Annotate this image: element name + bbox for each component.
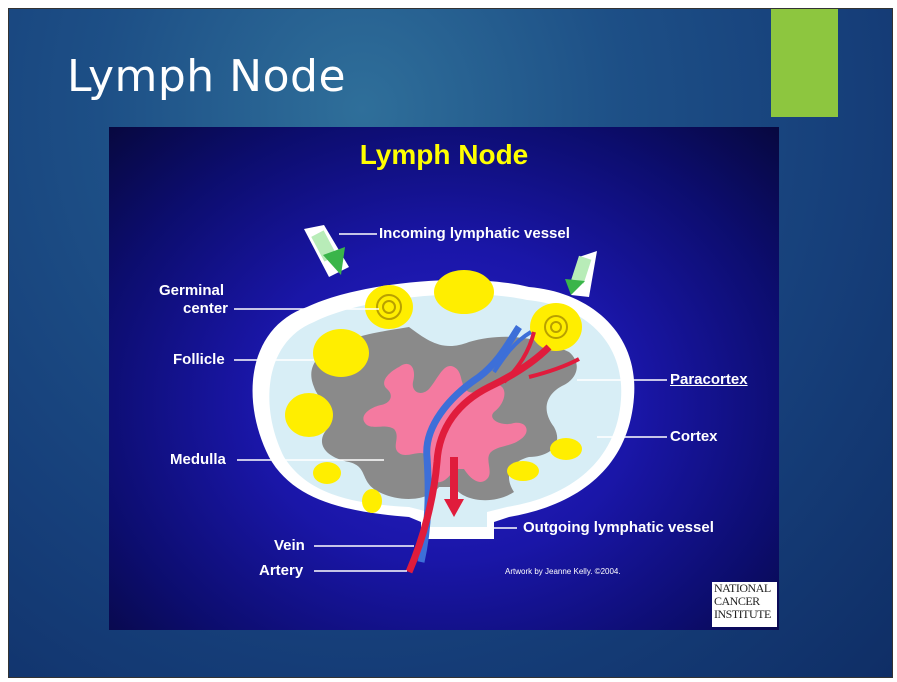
nci-logo: NATIONAL CANCER INSTITUTE bbox=[712, 582, 777, 627]
artwork-credit: Artwork by Jeanne Kelly. ©2004. bbox=[505, 567, 621, 576]
label-outgoing-vessel: Outgoing lymphatic vessel bbox=[523, 519, 714, 536]
follicle bbox=[365, 285, 413, 329]
follicle bbox=[550, 438, 582, 460]
follicle bbox=[313, 462, 341, 484]
slide-title: Lymph Node bbox=[67, 51, 346, 102]
follicle bbox=[313, 329, 369, 377]
follicle bbox=[362, 489, 382, 513]
lymph-node-figure: Lymph Node Incoming lymphatic vessel Ger… bbox=[109, 127, 779, 630]
follicle bbox=[285, 393, 333, 437]
nci-logo-line3: INSTITUTE bbox=[712, 608, 777, 621]
follicle bbox=[434, 270, 494, 314]
label-incoming-vessel: Incoming lymphatic vessel bbox=[379, 225, 570, 242]
follicle bbox=[530, 303, 582, 351]
label-paracortex: Paracortex bbox=[670, 371, 748, 388]
label-germinal-line1: Germinal bbox=[159, 282, 224, 299]
label-germinal-line2: center bbox=[183, 300, 228, 317]
label-follicle: Follicle bbox=[173, 351, 225, 368]
accent-bar bbox=[771, 9, 838, 117]
follicle bbox=[507, 461, 539, 481]
slide: Lymph Node bbox=[8, 8, 893, 678]
label-artery: Artery bbox=[259, 562, 303, 579]
label-medulla: Medulla bbox=[170, 451, 226, 468]
label-vein: Vein bbox=[274, 537, 305, 554]
figure-title: Lymph Node bbox=[109, 139, 779, 171]
label-cortex: Cortex bbox=[670, 428, 718, 445]
